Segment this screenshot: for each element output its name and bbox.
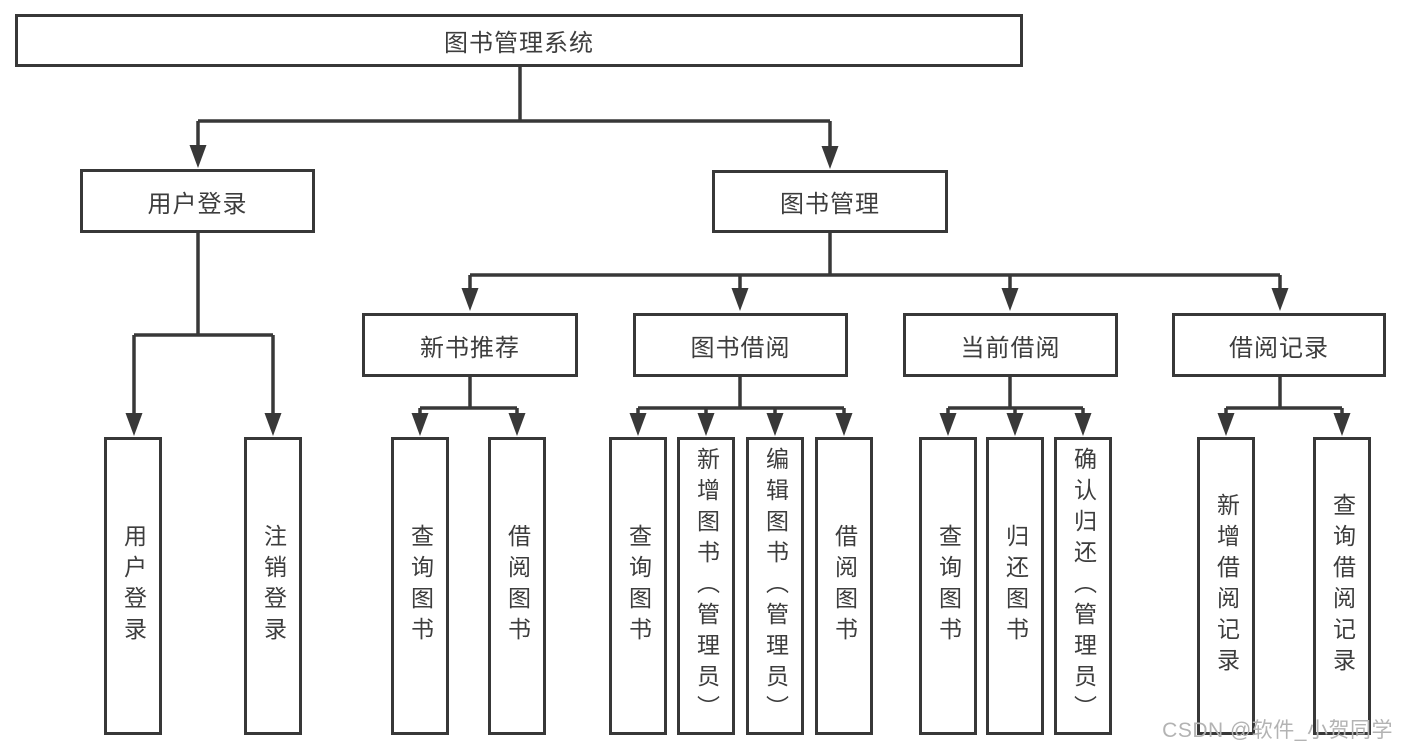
node-query-books-current: 查询图书 [919,437,977,735]
connector-book-borrowing [636,377,846,416]
node-edit-books-admin: 编辑图书（管理员） [746,437,804,735]
node-borrow-books-recommend: 借阅图书 [488,437,546,735]
connector-root [196,67,832,149]
node-add-borrow-record: 新增借阅记录 [1197,437,1255,735]
node-library-management-system: 图书管理系统 [15,14,1023,67]
node-query-books-borrowing: 查询图书 [609,437,667,735]
connector-user-login [132,232,275,416]
node-query-books-recommend: 查询图书 [391,437,449,735]
csdn-watermark: CSDN @软件_小贺同学 [1162,719,1393,742]
connector-borrowing-records [1224,377,1344,416]
node-new-book-recommendation: 新书推荐 [362,313,578,377]
node-confirm-return-admin: 确认归还（管理员） [1054,437,1112,735]
node-borrowing-records: 借阅记录 [1172,313,1386,377]
node-borrow-books-borrowing: 借阅图书 [815,437,873,735]
connector-new-book-recommendation [418,377,519,416]
node-add-books-admin: 新增图书（管理员） [677,437,735,735]
node-book-borrowing: 图书借阅 [633,313,848,377]
connector-current-borrowing [946,377,1085,416]
connector-book-management [468,233,1282,291]
node-user-login-leaf: 用户登录 [104,437,162,735]
node-logout: 注销登录 [244,437,302,735]
node-query-borrow-record: 查询借阅记录 [1313,437,1371,735]
node-book-management: 图书管理 [712,170,948,233]
node-current-borrowing: 当前借阅 [903,313,1118,377]
node-user-login: 用户登录 [80,169,315,233]
node-return-books: 归还图书 [986,437,1044,735]
arrowheads [125,145,1351,436]
